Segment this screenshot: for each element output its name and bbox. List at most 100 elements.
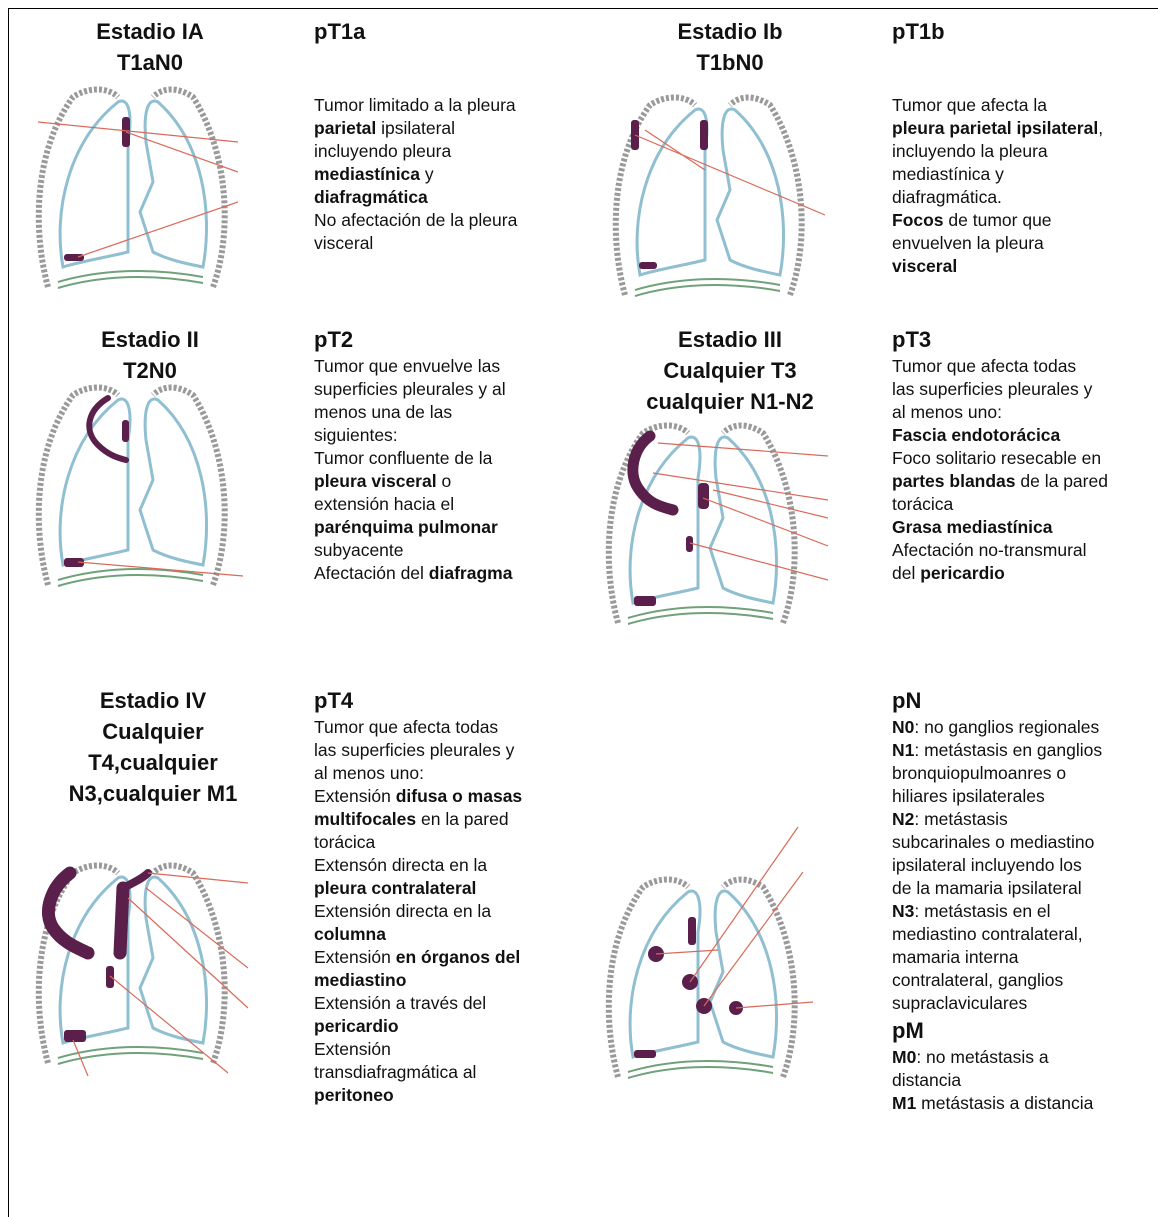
pt4-text: Tumor que afecta todaslas superficies pl…	[314, 716, 579, 1107]
bold-run: pleura contralateral	[314, 878, 476, 898]
text-line: Extensión directa en la	[314, 900, 579, 923]
bold-run: pericardio	[314, 1016, 399, 1036]
text-line: pericardio	[314, 1015, 579, 1038]
text-line: Tumor limitado a la pleura	[314, 94, 579, 117]
bold-run: visceral	[892, 256, 957, 276]
text-run: ipsilateral	[376, 118, 455, 138]
text-line: parénquima pulmonar	[314, 516, 579, 539]
text-line: parietal ipsilateral	[314, 117, 579, 140]
text-line: mamaria interna	[892, 946, 1154, 969]
text-line: supraclaviculares	[892, 992, 1154, 1015]
bold-run: Grasa mediastínica	[892, 517, 1053, 537]
text-run: contralateral, ganglios	[892, 970, 1063, 990]
bold-run: Fascia endotorácica	[892, 425, 1060, 445]
text-run: siguientes:	[314, 425, 398, 445]
bold-run: columna	[314, 924, 386, 944]
bold-run: M1	[892, 1093, 916, 1113]
text-line: Tumor confluente de la	[314, 447, 579, 470]
pt2-title: pT2	[314, 324, 579, 355]
text-line: No afectación de la pleura	[314, 209, 579, 232]
text-run: Tumor confluente de la	[314, 448, 492, 468]
text-line: al menos uno:	[314, 762, 579, 785]
text-line: menos una de las	[314, 401, 579, 424]
text-run: distancia	[892, 1070, 961, 1090]
text-line: subcarinales o mediastino	[892, 831, 1154, 854]
stage-line: Estadio Ib	[640, 16, 820, 47]
text-line: de la mamaria ipsilateral	[892, 877, 1154, 900]
text-line: mediastino contralateral,	[892, 923, 1154, 946]
bold-run: parietal	[314, 118, 376, 138]
stage-line: T4,cualquier	[28, 747, 278, 778]
text-line: Extensión en órganos del	[314, 946, 579, 969]
pt2-text: Tumor que envuelve lassuperficies pleura…	[314, 355, 579, 585]
text-run: mediastino contralateral,	[892, 924, 1083, 944]
stage-iii-title: Estadio III Cualquier T3 cualquier N1-N2	[605, 324, 855, 417]
text-line: Afectación del diafragma	[314, 562, 579, 585]
text-line: pleura parietal ipsilateral,	[892, 117, 1154, 140]
text-run: ,	[1098, 118, 1103, 138]
text-run: Tumor limitado a la pleura	[314, 95, 516, 115]
text-line: pleura visceral o	[314, 470, 579, 493]
text-run: de la pared	[1016, 471, 1108, 491]
text-line: Tumor que afecta la	[892, 94, 1154, 117]
text-run: las superficies pleurales y	[892, 379, 1092, 399]
text-line: Extensión a través del	[314, 992, 579, 1015]
bold-run: N1	[892, 740, 914, 760]
pt1a-text: Tumor limitado a la pleuraparietal ipsil…	[314, 71, 579, 255]
text-run: : metástasis en el	[914, 901, 1050, 921]
text-run: en la pared	[416, 809, 508, 829]
pm-title: pM	[892, 1015, 1154, 1046]
pt1b-description: pT1b Tumor que afecta lapleura parietal …	[892, 16, 1154, 278]
lung-diagram-icon	[605, 90, 825, 302]
lung-diagram-icon	[28, 82, 238, 297]
text-line: hiliares ipsilaterales	[892, 785, 1154, 808]
lung-diagram-icon	[598, 418, 828, 640]
text-run: : metástasis en ganglios	[914, 740, 1102, 760]
text-run: hiliares ipsilaterales	[892, 786, 1045, 806]
text-run: las superficies pleurales y	[314, 740, 514, 760]
stage-line: Cualquier	[28, 716, 278, 747]
text-line: Tumor que envuelve las	[314, 355, 579, 378]
text-line: diafragmática	[314, 186, 579, 209]
text-run: torácica	[314, 832, 375, 852]
stage-line: Cualquier T3	[605, 355, 855, 386]
text-line: las superficies pleurales y	[892, 378, 1154, 401]
text-line: visceral	[892, 255, 1154, 278]
bold-run: N3	[892, 901, 914, 921]
text-run: Extensón directa en la	[314, 855, 487, 875]
text-run: supraclaviculares	[892, 993, 1027, 1013]
text-run: incluyendo la pleura	[892, 141, 1048, 161]
text-line: Grasa mediastínica	[892, 516, 1154, 539]
text-run: bronquiopulmoanres o	[892, 763, 1066, 783]
text-run: y	[420, 164, 434, 184]
text-run: incluyendo pleura	[314, 141, 451, 161]
text-line	[892, 71, 1154, 94]
stage-line: N3,cualquier M1	[28, 778, 278, 809]
text-run: extensión hacia el	[314, 494, 454, 514]
text-line: mediastínica y	[314, 163, 579, 186]
text-line: N2: metástasis	[892, 808, 1154, 831]
stage-line: Estadio III	[605, 324, 855, 355]
text-line: del pericardio	[892, 562, 1154, 585]
bold-run: partes blandas	[892, 471, 1016, 491]
text-line: al menos uno:	[892, 401, 1154, 424]
text-run: menos una de las	[314, 402, 452, 422]
pt3-text: Tumor que afecta todaslas superficies pl…	[892, 355, 1154, 585]
bold-run: pleura parietal ipsilateral	[892, 118, 1098, 138]
stage-ib-title: Estadio Ib T1bN0	[640, 16, 820, 78]
bold-run: peritoneo	[314, 1085, 394, 1105]
text-run: diafragmática.	[892, 187, 1002, 207]
text-run: al menos uno:	[314, 763, 424, 783]
text-line: Tumor que afecta todas	[314, 716, 579, 739]
pt4-title: pT4	[314, 685, 579, 716]
text-run: mediastínica y	[892, 164, 1004, 184]
bold-run: diafragmática	[314, 187, 428, 207]
text-run: al menos uno:	[892, 402, 1002, 422]
text-line: mediastino	[314, 969, 579, 992]
text-line: Extensión difusa o masas	[314, 785, 579, 808]
bold-run: multifocales	[314, 809, 416, 829]
text-line: M1 metástasis a distancia	[892, 1092, 1154, 1115]
text-line: peritoneo	[314, 1084, 579, 1107]
